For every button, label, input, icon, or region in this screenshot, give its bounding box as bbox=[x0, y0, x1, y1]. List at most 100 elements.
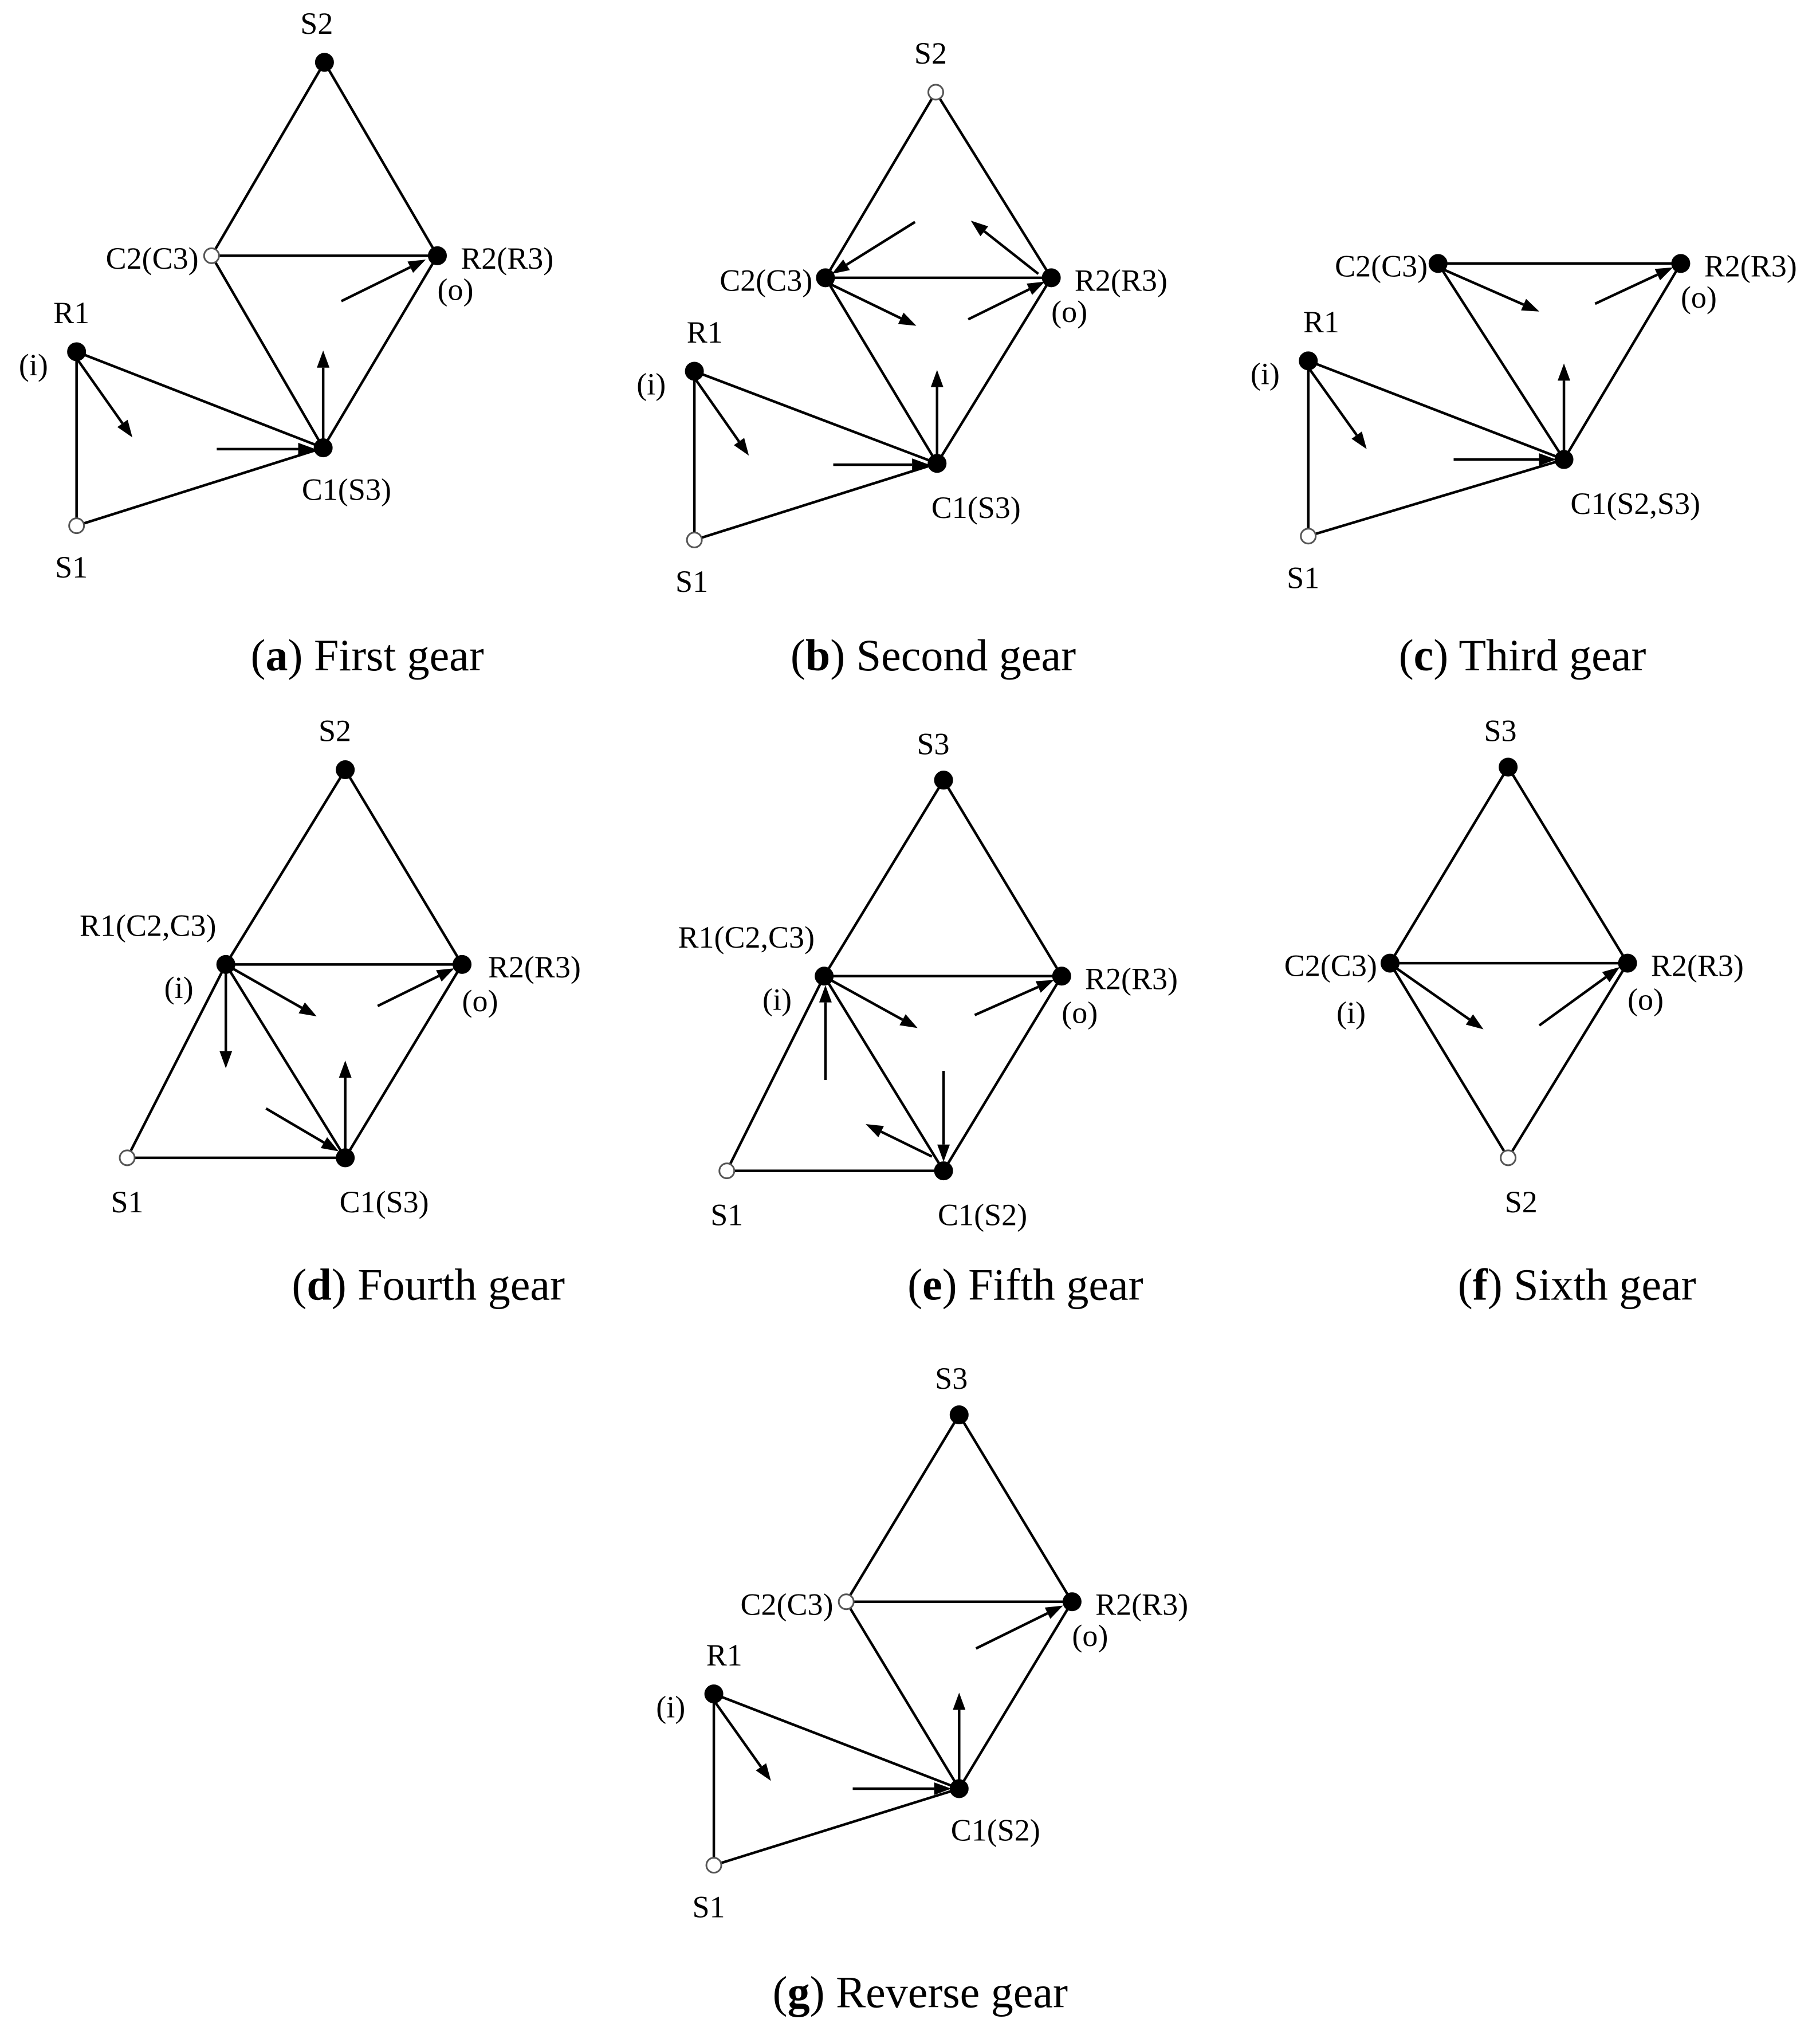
power-flow-arrow bbox=[340, 260, 426, 303]
node-sublabel-c2: (i) bbox=[1336, 995, 1366, 1030]
node-r1 bbox=[216, 954, 235, 974]
power-flow-arrow bbox=[930, 370, 944, 457]
node-r2 bbox=[1671, 254, 1691, 273]
node-label-c1: C1(S3) bbox=[931, 490, 1021, 525]
node-label-s1: S1 bbox=[692, 1890, 725, 1924]
power-flow-arrow bbox=[317, 350, 330, 442]
node-label-r1: R1 bbox=[1303, 305, 1339, 339]
power-flow-arrow bbox=[75, 358, 133, 438]
node-label-r1: R1 bbox=[687, 315, 723, 349]
edge-s3-c2 bbox=[1389, 766, 1510, 964]
edge-s1-c1 bbox=[76, 446, 324, 527]
node-c2 bbox=[1428, 254, 1448, 273]
node-label-r2: R2(R3) bbox=[488, 950, 581, 984]
node-label-r1: R1(C2,C3) bbox=[678, 920, 815, 954]
edge-r2-s2 bbox=[1507, 962, 1629, 1159]
node-label-r1: R1 bbox=[53, 296, 89, 330]
edge-r1-c1 bbox=[76, 350, 324, 449]
node-r1 bbox=[67, 342, 87, 362]
power-flow-arrow bbox=[693, 376, 749, 456]
node-r1 bbox=[685, 362, 704, 381]
node-label-c2: C2(C3) bbox=[720, 263, 812, 297]
node-r2 bbox=[428, 246, 447, 265]
node-label-r2: R2(R3) bbox=[1085, 961, 1178, 996]
power-flow-arrow bbox=[265, 1107, 339, 1152]
node-r1 bbox=[815, 967, 834, 986]
node-label-r2: R2(R3) bbox=[1651, 949, 1744, 983]
node-sublabel-r1: (i) bbox=[1251, 357, 1280, 391]
node-label-c2: C2(C3) bbox=[741, 1587, 834, 1621]
node-c2 bbox=[816, 268, 835, 288]
caption-letter: f bbox=[1473, 1260, 1488, 1310]
edge-r1-c1 bbox=[713, 1692, 960, 1790]
edge-r2-c1 bbox=[1563, 262, 1682, 461]
node-label-s3: S3 bbox=[917, 726, 949, 761]
edge-s3-r1 bbox=[823, 779, 945, 977]
node-label-c2: C2(C3) bbox=[1284, 949, 1377, 983]
node-c1 bbox=[336, 1148, 355, 1168]
node-label-c1: C1(S2) bbox=[938, 1198, 1027, 1232]
node-label-s1: S1 bbox=[675, 564, 708, 599]
node-label-s2: S2 bbox=[1505, 1185, 1538, 1219]
edge-c2-c1 bbox=[1437, 262, 1565, 461]
node-label-s2: S2 bbox=[319, 714, 351, 748]
node-label-c1: C1(S2) bbox=[951, 1813, 1040, 1848]
node-s1 bbox=[705, 1857, 722, 1874]
node-label-r2: R2(R3) bbox=[1704, 249, 1797, 284]
node-label-r1: R1(C2,C3) bbox=[80, 908, 217, 942]
node-sublabel-r1: (i) bbox=[656, 1690, 685, 1724]
node-label-r1: R1 bbox=[706, 1638, 742, 1672]
power-flow-arrow bbox=[833, 458, 930, 472]
node-c1 bbox=[934, 1161, 953, 1181]
node-s3 bbox=[1499, 757, 1518, 777]
power-flow-arrow bbox=[832, 221, 916, 274]
edge-c2-c1 bbox=[210, 255, 325, 449]
power-flow-arrow bbox=[377, 968, 454, 1007]
caption-title: Second gear bbox=[856, 630, 1076, 680]
power-flow-arrow bbox=[830, 979, 918, 1028]
node-r2 bbox=[1041, 268, 1061, 288]
power-flow-arrow bbox=[974, 980, 1054, 1016]
edge-r2-c1 bbox=[958, 1601, 1074, 1790]
edge-r1-c1 bbox=[694, 370, 938, 465]
node-s1 bbox=[68, 517, 85, 535]
node-s1 bbox=[718, 1162, 736, 1180]
node-sublabel-r2: (o) bbox=[1062, 995, 1098, 1030]
power-flow-arrow bbox=[1444, 269, 1540, 312]
caption-title: Fourth gear bbox=[357, 1260, 565, 1310]
power-flow-arrow bbox=[852, 1782, 952, 1795]
edge-s1-c1 bbox=[713, 1787, 960, 1867]
panel-caption-d: (d) Fourth gear bbox=[292, 1260, 565, 1310]
power-flow-arrow bbox=[1453, 453, 1556, 466]
node-label-c2: C2(C3) bbox=[106, 241, 199, 276]
caption-letter: b bbox=[805, 630, 830, 680]
node-s3 bbox=[949, 1405, 969, 1425]
power-flow-arrow bbox=[217, 442, 316, 455]
power-flow-arrow bbox=[970, 221, 1039, 275]
node-sublabel-r2: (o) bbox=[1681, 280, 1717, 315]
caption-title: Sixth gear bbox=[1514, 1260, 1696, 1310]
edge-c2-c1 bbox=[824, 277, 938, 464]
power-flow-arrow bbox=[1558, 363, 1571, 453]
panel-caption-b: (b) Second gear bbox=[791, 630, 1076, 680]
panel-c: C2(C3)R2(R3)(o)R1(i)C1(S2,S3)S1(c) Third… bbox=[1251, 249, 1797, 680]
caption-title: Reverse gear bbox=[836, 1967, 1068, 2017]
edge-s2-r2 bbox=[323, 61, 439, 257]
node-label-r2: R2(R3) bbox=[1075, 263, 1168, 297]
panel-caption-e: (e) Fifth gear bbox=[907, 1260, 1143, 1310]
node-c1 bbox=[927, 454, 947, 473]
edge-r2-c1 bbox=[322, 255, 439, 449]
node-r2 bbox=[1052, 967, 1071, 986]
node-c1 bbox=[949, 1779, 969, 1798]
edge-s3-r2 bbox=[958, 1414, 1074, 1602]
power-flow-arrow bbox=[953, 1692, 966, 1782]
node-label-c2: C2(C3) bbox=[1335, 249, 1428, 284]
node-s1 bbox=[119, 1149, 136, 1166]
edge-r1-c1 bbox=[225, 964, 347, 1159]
power-flow-arrow bbox=[830, 283, 917, 326]
